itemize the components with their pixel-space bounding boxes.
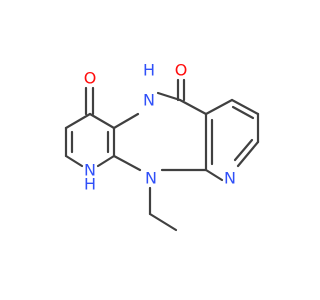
atom-o-top-right: O <box>175 61 188 80</box>
bond-c4a-c4 <box>88 112 116 130</box>
atom-h-top: H <box>143 61 155 80</box>
atom-h-bottom: H <box>84 175 96 194</box>
molecule-structure: O O N H N H N N <box>64 61 260 232</box>
bond-n1-c8a <box>96 154 116 168</box>
bonds-left-ring <box>64 86 116 168</box>
bonds-ethyl <box>148 186 178 232</box>
atom-n-pyridine: N <box>224 169 236 188</box>
bond-nh-co <box>156 91 182 102</box>
bond-r3-r4 <box>230 98 260 116</box>
atom-n-bottom: N <box>84 161 96 180</box>
bond-r5-n <box>236 140 260 168</box>
atom-n-central: N <box>145 169 157 188</box>
bonds-central-ring <box>112 78 208 172</box>
bond-n-r2 <box>204 168 224 182</box>
bond-c4a-nh <box>112 112 140 130</box>
bonds-right-ring <box>204 98 260 182</box>
bond-r1-r3 <box>204 98 234 116</box>
bond-ch2-ch3 <box>148 212 178 232</box>
bond-co-cr <box>178 98 208 116</box>
bond-r5-n-inner <box>233 138 254 162</box>
atom-o-left: O <box>84 69 97 88</box>
bond-c4-c3 <box>64 112 92 130</box>
bond-c8a-ncentral <box>112 154 142 172</box>
bond-c2-n1 <box>64 154 84 168</box>
bond-r3-r4-inner <box>231 105 255 120</box>
atom-labels: O O N H N H N N <box>84 61 236 194</box>
atom-n-top: N <box>143 91 155 110</box>
